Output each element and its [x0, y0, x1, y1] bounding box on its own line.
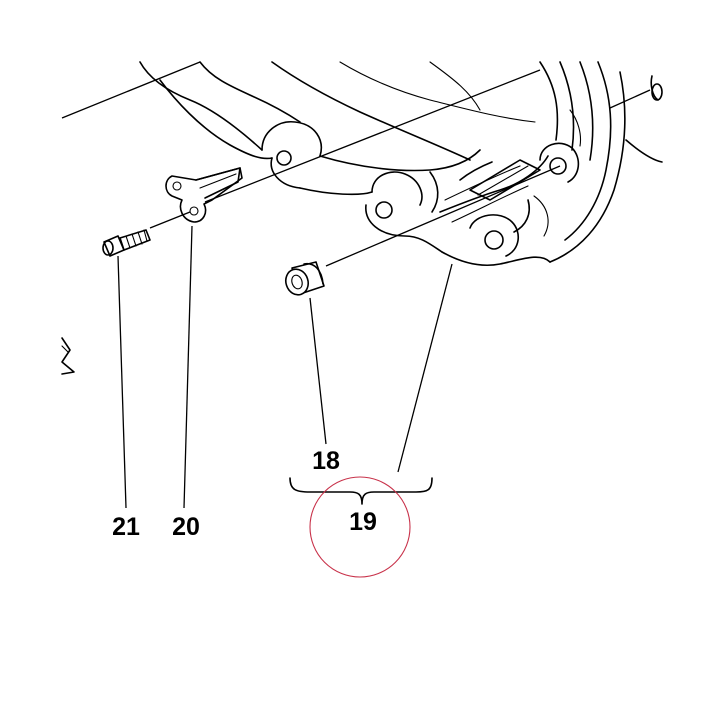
- housing-casting: [139, 61, 663, 267]
- bolt-part-21: [102, 229, 151, 257]
- leader-lines: [61, 61, 651, 509]
- callout-19: 19: [349, 508, 377, 536]
- grouping-brace: [289, 477, 433, 505]
- callout-20: 20: [172, 513, 200, 541]
- spacer-part-18: [284, 261, 325, 296]
- callout-18: 18: [312, 447, 340, 475]
- highlight-circle: [309, 476, 411, 578]
- callout-21: 21: [112, 513, 140, 541]
- partial-part-left-edge: [61, 337, 75, 375]
- bracket-part-20: [165, 167, 243, 223]
